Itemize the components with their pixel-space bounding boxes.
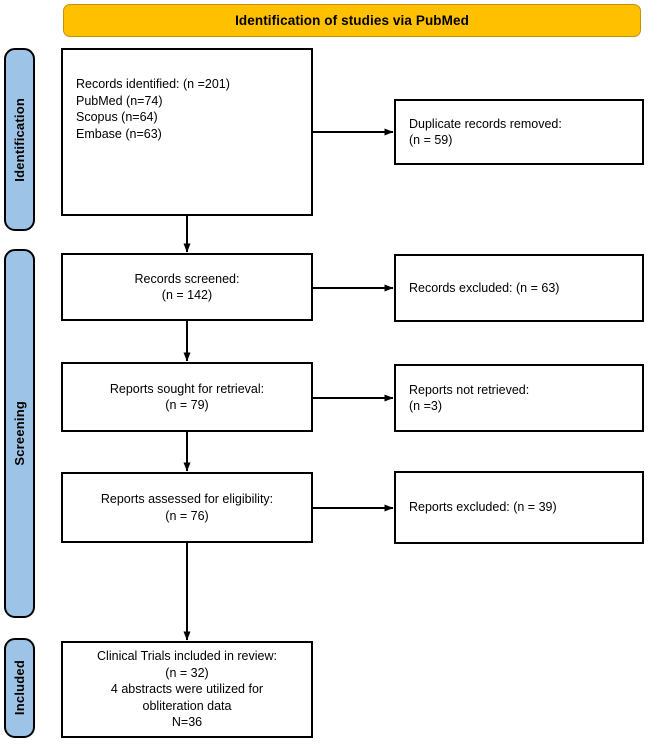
box-reports-not-retrieved: Reports not retrieved: (n =3) bbox=[394, 364, 644, 432]
stage-tab-included: Included bbox=[4, 638, 35, 738]
box-reports-sought-for-retrieval: Reports sought for retrieval: (n = 79) bbox=[61, 362, 313, 432]
box-included-line-1: Clinical Trials included in review: bbox=[97, 649, 277, 664]
diagram-title: Identification of studies via PubMed bbox=[235, 13, 469, 28]
box-reports-excluded: Reports excluded: (n = 39) bbox=[394, 471, 644, 544]
box-records-identified-line-4: Embase (n=63) bbox=[76, 126, 162, 141]
box-included-line-5: N=36 bbox=[171, 715, 203, 730]
stage-tab-screening-label: Screening bbox=[12, 401, 27, 466]
box-reports-sought-line-2: (n = 79) bbox=[165, 398, 209, 412]
box-records-identified: Records identified: (n =201) PubMed (n=7… bbox=[61, 48, 313, 216]
diagram-header-banner: Identification of studies via PubMed bbox=[63, 4, 641, 37]
box-records-screened-line-1: Records screened: bbox=[134, 271, 240, 286]
box-reports-assessed-line-1: Reports assessed for eligibility: bbox=[100, 492, 274, 506]
box-included-line-3: 4 abstracts were utilized for bbox=[110, 682, 264, 697]
box-records-excluded: Records excluded: (n = 63) bbox=[394, 254, 644, 322]
stage-tab-screening: Screening bbox=[4, 249, 35, 618]
box-reports-not-retrieved-line-1: Reports not retrieved: bbox=[409, 382, 530, 397]
box-reports-not-retrieved-line-2: (n =3) bbox=[409, 399, 443, 413]
stage-tab-identification: Identification bbox=[4, 48, 35, 231]
stage-tab-included-label: Included bbox=[12, 660, 27, 716]
stage-tab-identification-label: Identification bbox=[12, 97, 27, 182]
box-records-screened: Records screened: (n = 142) bbox=[61, 253, 313, 321]
box-clinical-trials-included: Clinical Trials included in review: (n =… bbox=[61, 641, 313, 738]
box-included-line-2: (n = 32) bbox=[165, 665, 209, 680]
box-duplicate-records-removed-line-2: (n = 59) bbox=[409, 133, 453, 147]
box-records-screened-line-2: (n = 142) bbox=[161, 288, 213, 302]
box-records-excluded-line-1: Records excluded: (n = 63) bbox=[409, 280, 560, 295]
box-duplicate-records-removed: Duplicate records removed: (n = 59) bbox=[394, 99, 644, 165]
box-records-identified-line-1: Records identified: (n =201) bbox=[76, 77, 230, 91]
box-duplicate-records-removed-line-1: Duplicate records removed: bbox=[409, 116, 562, 131]
box-reports-assessed-line-2: (n = 76) bbox=[165, 508, 209, 523]
box-records-identified-line-2: PubMed (n=74) bbox=[76, 93, 163, 108]
box-included-line-4: obliteration data bbox=[142, 698, 232, 713]
box-reports-excluded-line-1: Reports excluded: (n = 39) bbox=[409, 500, 557, 515]
box-records-identified-line-3: Scopus (n=64) bbox=[76, 110, 158, 124]
box-reports-assessed-for-eligibility: Reports assessed for eligibility: (n = 7… bbox=[61, 472, 313, 543]
box-reports-sought-line-1: Reports sought for retrieval: bbox=[109, 381, 265, 396]
